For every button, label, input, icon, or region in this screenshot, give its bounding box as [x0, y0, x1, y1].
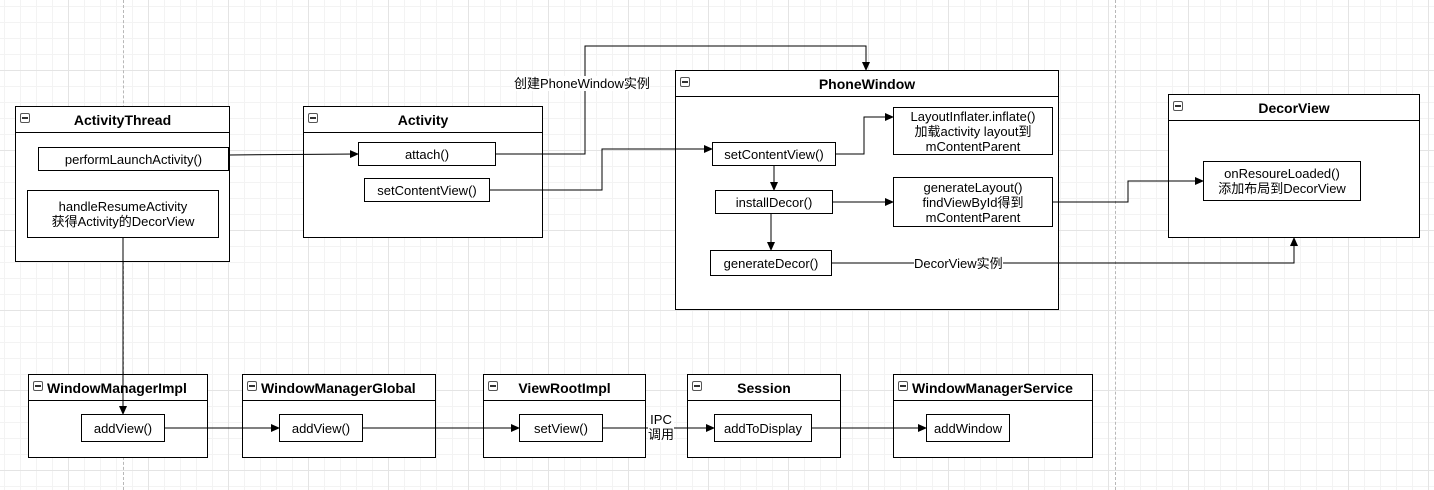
edge-label-create-phone-window: 创建PhoneWindow实例 — [514, 76, 650, 91]
session-title: Session — [737, 379, 791, 396]
window-manager-impl-header: WindowManagerImpl — [29, 375, 207, 401]
window-set-content-view-node[interactable]: setContentView() — [712, 142, 836, 166]
set-view-node[interactable]: setView() — [519, 414, 603, 442]
window-manager-global-header: WindowManagerGlobal — [243, 375, 435, 401]
add-to-display-node[interactable]: addToDisplay — [714, 414, 812, 442]
collapse-icon[interactable] — [33, 381, 43, 391]
install-decor-node[interactable]: installDecor() — [715, 190, 833, 214]
edge-launch-to-attach — [228, 150, 359, 159]
decor-view-title: DecorView — [1258, 99, 1330, 116]
collapse-icon[interactable] — [247, 381, 257, 391]
collapse-icon[interactable] — [488, 381, 498, 391]
activity-title: Activity — [397, 111, 449, 128]
window-manager-impl-add-view-node[interactable]: addView() — [81, 414, 165, 442]
collapse-icon[interactable] — [680, 77, 690, 87]
perform-launch-activity-node[interactable]: performLaunchActivity() — [38, 147, 229, 171]
window-manager-service-header: WindowManagerService — [894, 375, 1092, 401]
collapse-icon[interactable] — [1173, 101, 1183, 111]
on-resoure-loaded-node[interactable]: onResoureLoaded() 添加布局到DecorView — [1203, 161, 1361, 201]
collapse-icon[interactable] — [20, 113, 30, 123]
activity-thread-title: ActivityThread — [73, 111, 172, 128]
phone-window-title: PhoneWindow — [818, 75, 916, 92]
edge-label-decor-view-instance: DecorView实例 — [914, 256, 1003, 271]
edge-activity-content-view-to-window-content-view — [490, 145, 713, 191]
edge-generate-layout-to-decor-view — [1053, 177, 1204, 203]
attach-node[interactable]: attach() — [358, 142, 496, 166]
collapse-icon[interactable] — [898, 381, 908, 391]
handle-resume-activity-node[interactable]: handleResumeActivity 获得Activity的DecorVie… — [27, 190, 219, 238]
edge-attach-to-phone-window — [496, 45, 870, 155]
phone-window-header: PhoneWindow — [676, 71, 1058, 97]
edge-content-view-to-layout-inflater — [836, 113, 894, 155]
decor-view-header: DecorView — [1169, 95, 1419, 121]
window-manager-global-container[interactable]: WindowManagerGlobal — [242, 374, 436, 458]
generate-layout-node[interactable]: generateLayout() findViewById得到 mContent… — [893, 177, 1053, 227]
layout-inflater-node[interactable]: LayoutInflater.inflate() 加载activity layo… — [893, 107, 1053, 155]
session-header: Session — [688, 375, 840, 401]
activity-set-content-view-node[interactable]: setContentView() — [364, 178, 490, 202]
view-root-impl-header: ViewRootImpl — [484, 375, 645, 401]
page-guide-right — [1115, 0, 1116, 490]
window-manager-impl-title: WindowManagerImpl — [47, 379, 187, 396]
view-root-impl-title: ViewRootImpl — [518, 379, 611, 396]
activity-container[interactable]: Activity — [303, 106, 543, 238]
activity-header: Activity — [304, 107, 542, 133]
collapse-icon[interactable] — [692, 381, 702, 391]
edge-generate-decor-to-decor-view — [832, 237, 1298, 264]
edge-label-ipc-call: IPC 调用 — [648, 412, 675, 442]
generate-decor-node[interactable]: generateDecor() — [710, 250, 832, 276]
collapse-icon[interactable] — [308, 113, 318, 123]
activity-thread-header: ActivityThread — [16, 107, 229, 133]
window-manager-global-title: WindowManagerGlobal — [261, 379, 416, 396]
window-manager-global-add-view-node[interactable]: addView() — [279, 414, 363, 442]
window-manager-service-title: WindowManagerService — [912, 379, 1073, 396]
